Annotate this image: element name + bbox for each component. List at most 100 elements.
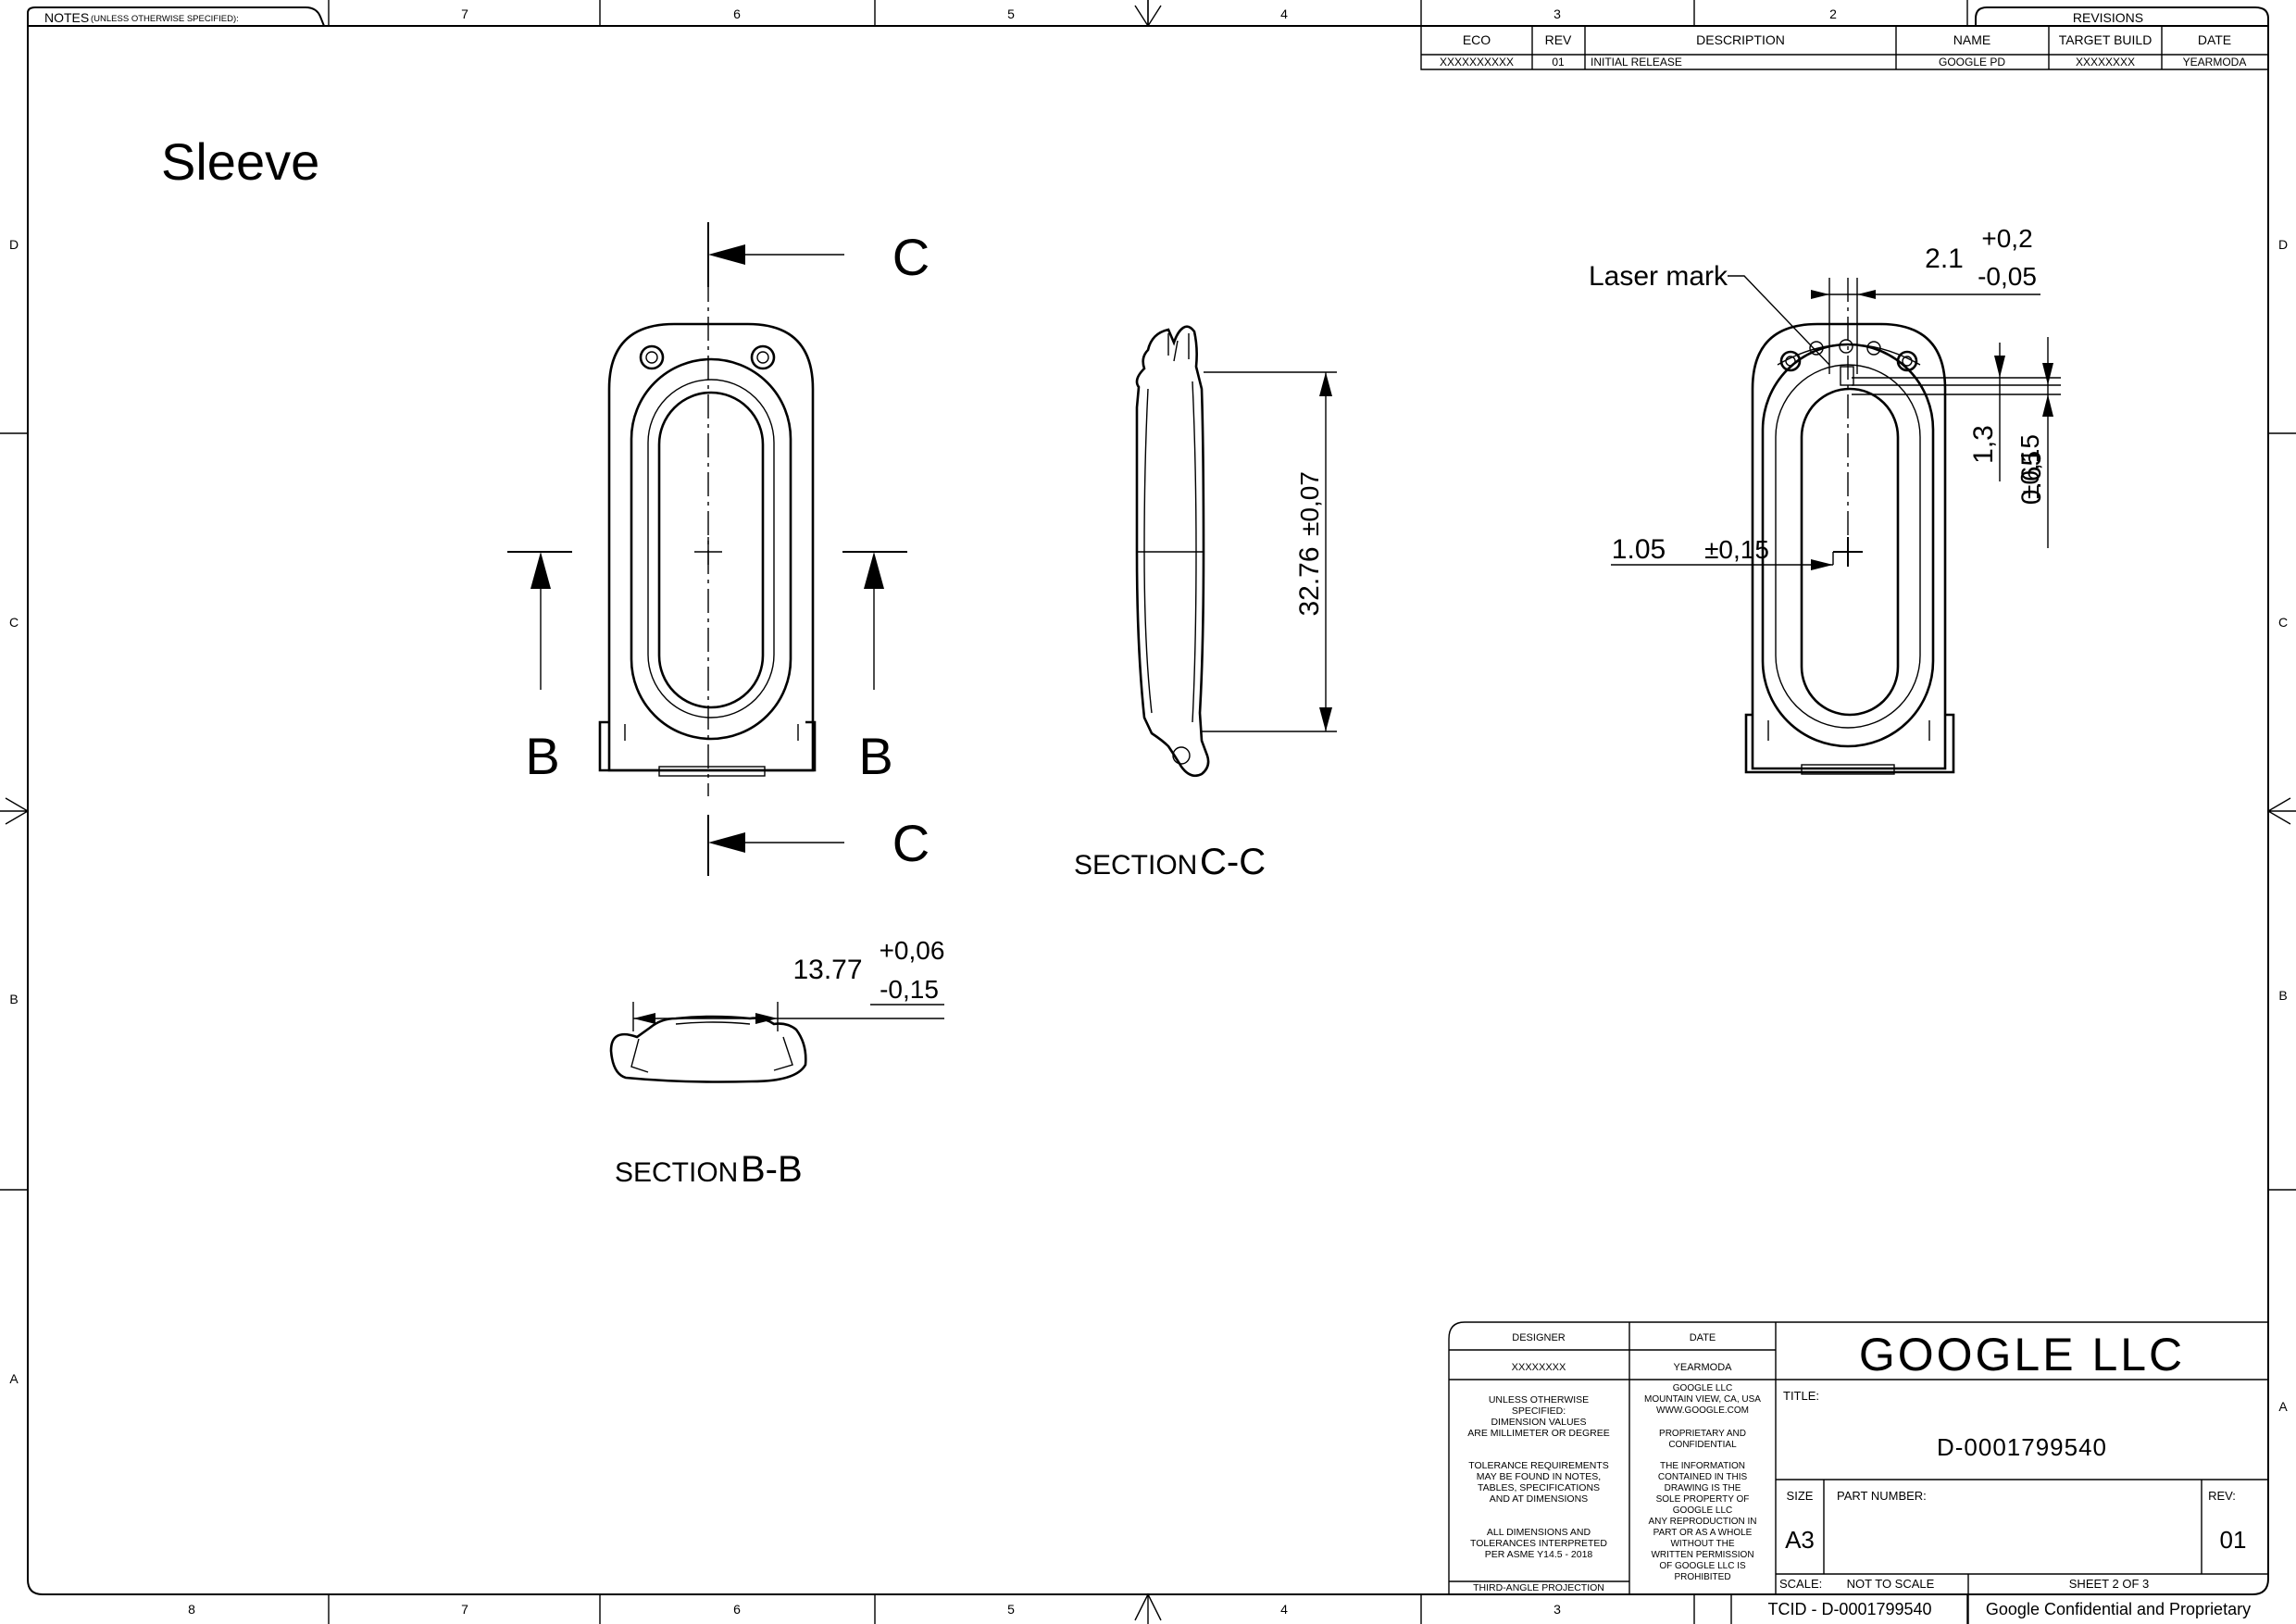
standard-note-line: TOLERANCES INTERPRETED	[1470, 1538, 1607, 1549]
proprietary-line: PROPRIETARY AND	[1659, 1429, 1746, 1439]
zone-top-5: 5	[1007, 6, 1015, 21]
section-cut-c-top: C	[892, 228, 930, 286]
date-value: YEARMODA	[1674, 1362, 1733, 1373]
dim-height-tolerance: ±0,07	[1295, 471, 1324, 536]
proprietary-line: CONTAINED IN THIS	[1658, 1472, 1748, 1482]
dim-vert-a-value: 1,3	[1968, 425, 1999, 464]
rev-cell-date: YEARMODA	[2183, 56, 2247, 69]
dim-laser-value: 2.1	[1925, 244, 1964, 274]
notes-sub-label: (UNLESS OTHERWISE SPECIFIED):	[91, 14, 239, 24]
title-value: D-0001799540	[1937, 1433, 2107, 1461]
dim-vert-b-tolerance: ±0,15	[2015, 434, 2044, 499]
proprietary-line: SOLE PROPERTY OF	[1656, 1494, 1750, 1505]
zone-bottom-5: 5	[1007, 1602, 1015, 1617]
zone-left-d: D	[9, 237, 19, 252]
zone-right-d: D	[2278, 237, 2288, 252]
dim-width-tol-plus: +0,06	[880, 936, 945, 965]
zone-right-a: A	[2278, 1399, 2288, 1414]
designer-value: XXXXXXXX	[1512, 1362, 1566, 1373]
rev-header-eco: ECO	[1463, 32, 1491, 47]
section-bb-id: B-B	[741, 1149, 803, 1190]
zone-top-3: 3	[1554, 6, 1561, 21]
tcid-label: TCID - D-0001799540	[1767, 1600, 1931, 1618]
proprietary-line: PROHIBITED	[1674, 1572, 1730, 1582]
standard-note-line: MAY BE FOUND IN NOTES,	[1477, 1471, 1601, 1482]
proprietary-notes: GOOGLE LLC MOUNTAIN VIEW, CA, USA WWW.GO…	[1644, 1383, 1761, 1582]
dim-offset-tolerance: ±0,15	[1704, 535, 1769, 564]
rev-cell-description: INITIAL RELEASE	[1591, 56, 1682, 69]
title-block: DESIGNER XXXXXXXX DATE YEARMODA GOOGLE L…	[1448, 1321, 2268, 1594]
proprietary-line: CONFIDENTIAL	[1668, 1440, 1737, 1450]
standard-note-line: PER ASME Y14.5 - 2018	[1485, 1549, 1593, 1560]
proprietary-line: OF GOOGLE LLC IS	[1659, 1561, 1746, 1571]
dim-height-value: 32.76	[1294, 546, 1325, 616]
title-label: TITLE:	[1783, 1389, 1819, 1403]
standard-note-line: UNLESS OTHERWISE	[1489, 1394, 1589, 1405]
zone-bottom-8: 8	[188, 1602, 195, 1617]
zone-right-c: C	[2278, 615, 2288, 630]
proprietary-line: DRAWING IS THE	[1665, 1483, 1741, 1493]
zone-top-4: 4	[1280, 6, 1288, 21]
standard-notes: UNLESS OTHERWISE SPECIFIED: DIMENSION VA…	[1467, 1394, 1609, 1593]
rev-cell-name: GOOGLE PD	[1939, 56, 2005, 69]
rev-value: 01	[2220, 1526, 2247, 1554]
standard-note-line: DIMENSION VALUES	[1491, 1417, 1586, 1428]
revisions-title: REVISIONS	[2073, 10, 2143, 25]
proprietary-line: WITHOUT THE	[1670, 1539, 1734, 1549]
scale-value: NOT TO SCALE	[1847, 1577, 1935, 1591]
section-cut-c-bottom: C	[892, 814, 930, 872]
section-b-b-view: 13.77 +0,06 -0,15 SECTION B-B	[609, 936, 945, 1190]
standard-note-line: ALL DIMENSIONS AND	[1487, 1527, 1591, 1538]
proprietary-line: WWW.GOOGLE.COM	[1656, 1405, 1749, 1416]
projection-note: THIRD-ANGLE PROJECTION	[1473, 1582, 1604, 1593]
size-label: SIZE	[1787, 1489, 1814, 1503]
proprietary-line: MOUNTAIN VIEW, CA, USA	[1644, 1394, 1761, 1405]
zone-top-7: 7	[461, 6, 468, 21]
date-label: DATE	[1690, 1332, 1716, 1343]
zone-right-b: B	[2278, 988, 2287, 1003]
section-c-c-view: 32.76 ±0,07 SECTION C-C	[1074, 325, 1337, 882]
zone-left-a: A	[9, 1371, 19, 1386]
dim-width-value: 13.77	[792, 955, 862, 985]
standard-note-line: SPECIFIED:	[1512, 1405, 1566, 1417]
confidential-label: Google Confidential and Proprietary	[1986, 1600, 2251, 1618]
standard-note-line: TOLERANCE REQUIREMENTS	[1468, 1460, 1609, 1471]
footer-strip: TCID - D-0001799540 Google Confidential …	[1730, 1594, 2251, 1624]
zone-bottom-6: 6	[733, 1602, 741, 1617]
dim-laser-tol-plus: +0,2	[1981, 224, 2032, 253]
sheet-number: SHEET 2 OF 3	[2069, 1577, 2149, 1591]
zone-bottom-4: 4	[1280, 1602, 1288, 1617]
zone-top-6: 6	[733, 6, 741, 21]
dim-laser-tol-minus: -0,05	[1978, 262, 2037, 291]
zone-left-b: B	[9, 992, 18, 1006]
zone-bottom-7: 7	[461, 1602, 468, 1617]
company-name: GOOGLE LLC	[1859, 1329, 2185, 1380]
standard-note-line: ARE MILLIMETER OR DEGREE	[1467, 1428, 1609, 1439]
proprietary-line: GOOGLE LLC	[1673, 1383, 1732, 1393]
proprietary-line: ANY REPRODUCTION IN	[1648, 1517, 1756, 1527]
revisions-table: REVISIONS ECO REV DESCRIPTION NAME TARGE…	[1420, 6, 2269, 70]
proprietary-line: GOOGLE LLC	[1673, 1505, 1732, 1516]
notes-label: NOTES	[44, 10, 89, 25]
part-title: Sleeve	[161, 132, 319, 191]
zone-bottom-3: 3	[1554, 1602, 1561, 1617]
rev-header-target-build: TARGET BUILD	[2059, 32, 2152, 47]
proprietary-line: WRITTEN PERMISSION	[1651, 1550, 1753, 1560]
laser-mark-label: Laser mark	[1589, 261, 1728, 292]
rev-cell-rev: 01	[1552, 56, 1565, 69]
zone-left-c: C	[9, 615, 19, 630]
scale-label: SCALE:	[1779, 1577, 1822, 1591]
section-cc-id: C-C	[1200, 842, 1266, 882]
front-view: C C B B	[507, 222, 930, 876]
rev-label: REV:	[2208, 1489, 2236, 1503]
section-cut-b-left: B	[525, 727, 559, 785]
proprietary-line: PART OR AS A WHOLE	[1653, 1528, 1753, 1538]
part-number-label: PART NUMBER:	[1837, 1489, 1927, 1503]
laser-mark-view: Laser mark 2.1 +0,2 -0,05 1.05 ±0,15 1,3…	[1589, 224, 2061, 775]
section-cc-prefix: SECTION	[1074, 850, 1197, 881]
standard-note-line: TABLES, SPECIFICATIONS	[1478, 1482, 1600, 1493]
section-bb-prefix: SECTION	[615, 1157, 738, 1188]
rev-header-date: DATE	[2198, 32, 2231, 47]
